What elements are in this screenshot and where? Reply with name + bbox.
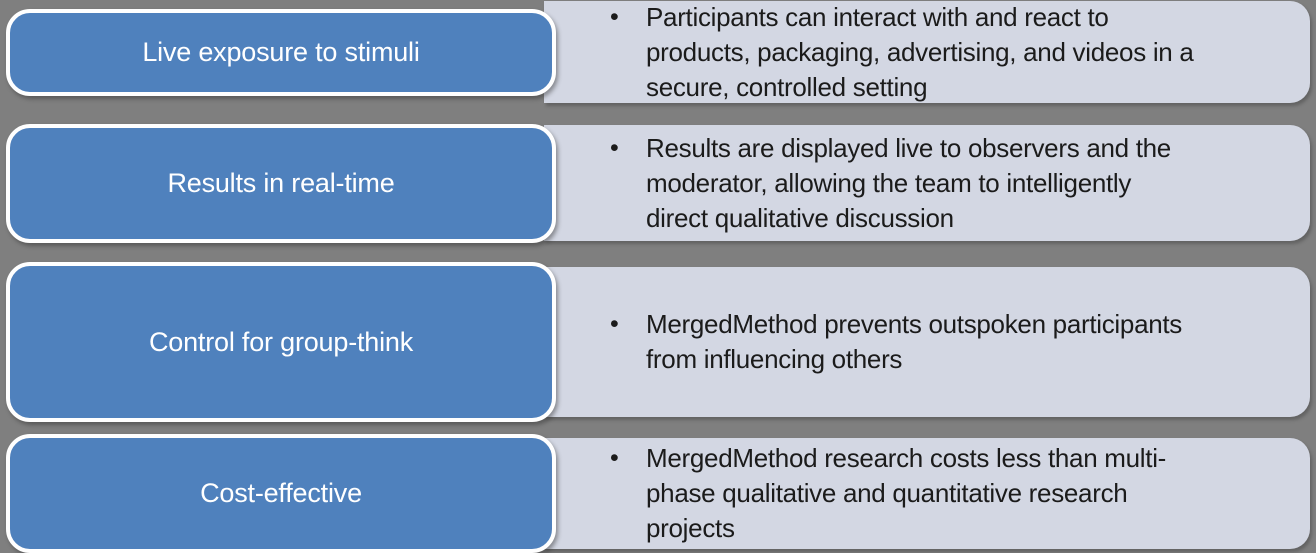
bullet-item: • Participants can interact with and rea…: [544, 0, 1194, 105]
bullet-icon: •: [610, 310, 619, 338]
bullet-text: Participants can interact with and react…: [646, 1, 1194, 102]
label-box: Live exposure to stimuli: [6, 8, 556, 96]
bullet-item: • MergedMethod prevents outspoken partic…: [544, 307, 1182, 377]
description-panel: • MergedMethod prevents outspoken partic…: [544, 267, 1310, 417]
description-panel: • MergedMethod research costs less than …: [544, 437, 1310, 549]
description-panel: • Results are displayed live to observer…: [544, 125, 1310, 241]
label-box: Control for group-think: [6, 262, 556, 422]
label-box: Cost-effective: [6, 433, 556, 553]
label-text: Live exposure to stimuli: [142, 36, 420, 67]
bullet-item: • Results are displayed live to observer…: [544, 131, 1171, 236]
row-control-for-group-think: Control for group-think • MergedMethod p…: [0, 262, 1316, 422]
bullet-item: • MergedMethod research costs less than …: [544, 441, 1166, 546]
label-text: Cost-effective: [200, 477, 362, 508]
label-text: Control for group-think: [148, 326, 414, 357]
bullet-text: Results are displayed live to observers …: [646, 132, 1171, 233]
bullet-icon: •: [610, 2, 619, 31]
label-text: Results in real-time: [167, 167, 395, 198]
bullet-text: MergedMethod research costs less than mu…: [646, 442, 1167, 543]
bullet-icon: •: [610, 133, 619, 162]
bullet-icon: •: [610, 443, 619, 472]
row-cost-effective: Cost-effective • MergedMethod research c…: [0, 433, 1316, 553]
bullet-text: MergedMethod prevents outspoken particip…: [646, 309, 1183, 374]
row-live-exposure-to-stimuli: Live exposure to stimuli • Participants …: [0, 0, 1316, 104]
label-box: Results in real-time: [6, 123, 556, 243]
description-panel: • Participants can interact with and rea…: [544, 1, 1310, 103]
row-results-in-real-time: Results in real-time • Results are displ…: [0, 123, 1316, 243]
